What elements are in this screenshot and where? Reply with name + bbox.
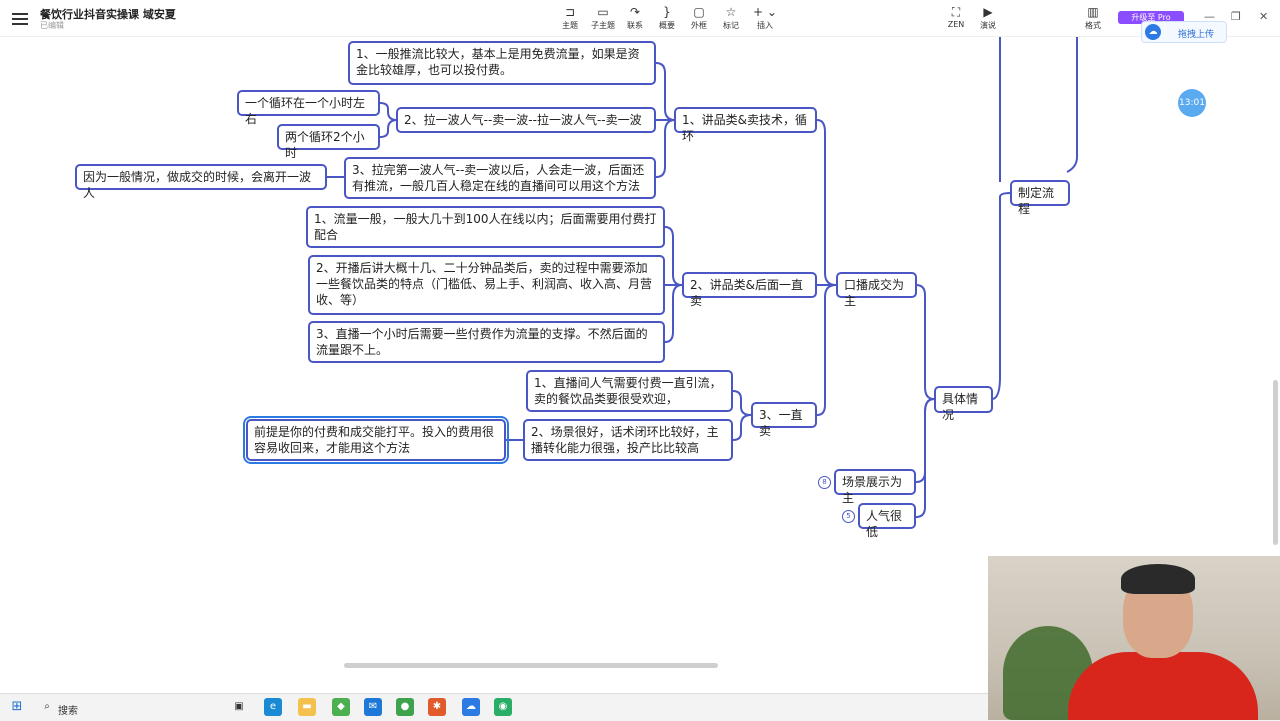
node-always-point-2[interactable]: 2、场景很好，话术闭环比较好，主播转化能力很强，投产比比较高 bbox=[523, 419, 733, 461]
relation-icon: ↷ bbox=[629, 5, 641, 19]
node-always-point-2-premise[interactable]: 前提是你的付费和成交能打平。投入的费用很容易收回来，才能用这个方法 bbox=[243, 416, 509, 464]
drag-upload-button[interactable]: ☁ 拖拽上传 bbox=[1141, 21, 1227, 43]
recording-timer: 13:01 bbox=[1178, 89, 1206, 117]
connector-lines bbox=[327, 37, 1078, 518]
tool-relation-button[interactable]: ↷联系 bbox=[615, 4, 655, 31]
zen-mode-button[interactable]: ⛶ZEN bbox=[936, 4, 976, 29]
boundary-icon: ▢ bbox=[693, 5, 705, 19]
store-icon[interactable]: ◆ bbox=[332, 698, 350, 716]
presenter-image bbox=[1068, 652, 1258, 720]
document-status: 已编辑 bbox=[40, 21, 64, 30]
cloud-drive-icon[interactable]: ☁ bbox=[462, 698, 480, 716]
cloud-icon: ☁ bbox=[1145, 24, 1161, 40]
present-icon: ▶ bbox=[983, 5, 993, 19]
mail-icon[interactable]: ✉ bbox=[364, 698, 382, 716]
app-icon[interactable]: ● bbox=[396, 698, 414, 716]
insert-icon: + ⌄ bbox=[753, 5, 777, 19]
close-icon[interactable]: ✕ bbox=[1259, 10, 1269, 23]
wechat-icon[interactable]: ◉ bbox=[494, 698, 512, 716]
format-panel-button[interactable]: ▥格式 bbox=[1073, 4, 1113, 31]
tool-boundary-button[interactable]: ▢外框 bbox=[679, 4, 719, 31]
fullscreen-icon: ⛶ bbox=[951, 5, 961, 19]
present-button[interactable]: ▶演说 bbox=[968, 4, 1008, 31]
collapsed-count-badge[interactable]: 5 bbox=[842, 510, 855, 523]
node-sell-later-point-2[interactable]: 2、开播后讲大概十几、二十分钟品类后，卖的过程中需要添加一些餐饮品类的特点（门槛… bbox=[308, 255, 665, 315]
node-cycle-point-3[interactable]: 3、拉完第一波人气--卖一波以后，人会走一波，后面还有推流，一般几百人稳定在线的… bbox=[344, 157, 656, 199]
upgrade-pro-button[interactable]: 升级至 Pro bbox=[1118, 11, 1184, 24]
collapsed-count-badge[interactable]: 8 bbox=[818, 476, 831, 489]
node-always-sell[interactable]: 3、一直卖 bbox=[751, 402, 817, 438]
vertical-scrollbar[interactable] bbox=[1273, 380, 1278, 545]
node-cycle-point-3-reason[interactable]: 因为一般情况，做成交的时候，会离开一波人 bbox=[75, 164, 327, 200]
node-cycle-point-2[interactable]: 2、拉一波人气--卖一波--拉一波人气--卖一波 bbox=[396, 107, 656, 133]
node-cycle-method[interactable]: 1、讲品类&卖技术，循环 bbox=[674, 107, 817, 143]
task-view-icon[interactable]: ▣ bbox=[234, 701, 244, 712]
node-sell-later-point-1[interactable]: 1、流量一般，一般大几十到100人在线以内；后面需要用付费打配合 bbox=[306, 206, 665, 248]
node-low-popularity[interactable]: 人气很低 bbox=[858, 503, 916, 539]
tool-insert-button[interactable]: + ⌄插入 bbox=[745, 4, 785, 31]
format-icon: ▥ bbox=[1087, 5, 1099, 19]
maximize-icon[interactable]: ❐ bbox=[1231, 10, 1241, 23]
file-explorer-icon[interactable]: ▬ bbox=[298, 698, 316, 716]
xmind-icon[interactable]: ✱ bbox=[428, 698, 446, 716]
windows-start-icon[interactable]: ⊞ bbox=[11, 699, 23, 714]
taskbar-search-label[interactable]: 搜索 bbox=[58, 706, 78, 717]
tool-summary-button[interactable]: }概要 bbox=[647, 4, 687, 31]
node-always-point-1[interactable]: 1、直播间人气需要付费一直引流，卖的餐饮品类要很受欢迎， bbox=[526, 370, 733, 412]
node-sell-later-point-3[interactable]: 3、直播一个小时后需要一些付费作为流量的支撑。不然后面的流量跟不上。 bbox=[308, 321, 665, 363]
node-cycle-point-1[interactable]: 1、一般推流比较大，基本上是用免费流量，如果是资金比较雄厚，也可以投付费。 bbox=[348, 41, 656, 85]
document-title: 餐饮行业抖音实操课 域安夏 bbox=[40, 8, 176, 21]
marker-icon: ☆ bbox=[725, 5, 737, 19]
presenter-hair bbox=[1121, 564, 1195, 594]
node-sell-later[interactable]: 2、讲品类&后面一直卖 bbox=[682, 272, 817, 308]
node-cycle-duration[interactable]: 一个循环在一个小时左右 bbox=[237, 90, 380, 126]
node-scene-main[interactable]: 场景展示为主 bbox=[834, 469, 916, 505]
horizontal-scrollbar[interactable] bbox=[344, 663, 718, 668]
webcam-overlay bbox=[988, 556, 1280, 720]
topic-icon: ⊐ bbox=[564, 5, 576, 19]
node-specific-situation[interactable]: 具体情况 bbox=[934, 386, 993, 422]
mindmap-canvas[interactable]: 制定流程 具体情况 口播成交为主 场景展示为主 8 人气很低 5 1、讲品类&卖… bbox=[0, 37, 1270, 667]
menu-icon[interactable] bbox=[12, 10, 28, 26]
search-icon[interactable]: ⌕ bbox=[44, 701, 50, 712]
node-two-cycles[interactable]: 两个循环2个小时 bbox=[277, 124, 380, 160]
tool-marker-button[interactable]: ☆标记 bbox=[711, 4, 751, 31]
tool-topic-button[interactable]: ⊐主题 bbox=[550, 4, 590, 31]
app-toolbar: 餐饮行业抖音实操课 域安夏 已编辑 ⊐主题 ▭子主题 ↷联系 }概要 ▢外框 ☆… bbox=[0, 0, 1280, 37]
subtopic-icon: ▭ bbox=[597, 5, 609, 19]
node-make-process[interactable]: 制定流程 bbox=[1010, 180, 1070, 216]
summary-icon: } bbox=[663, 5, 671, 19]
node-live-deal-main[interactable]: 口播成交为主 bbox=[836, 272, 917, 308]
minimize-icon[interactable]: — bbox=[1204, 10, 1215, 23]
tool-subtopic-button[interactable]: ▭子主题 bbox=[583, 4, 623, 31]
edge-icon[interactable]: e bbox=[264, 698, 282, 716]
